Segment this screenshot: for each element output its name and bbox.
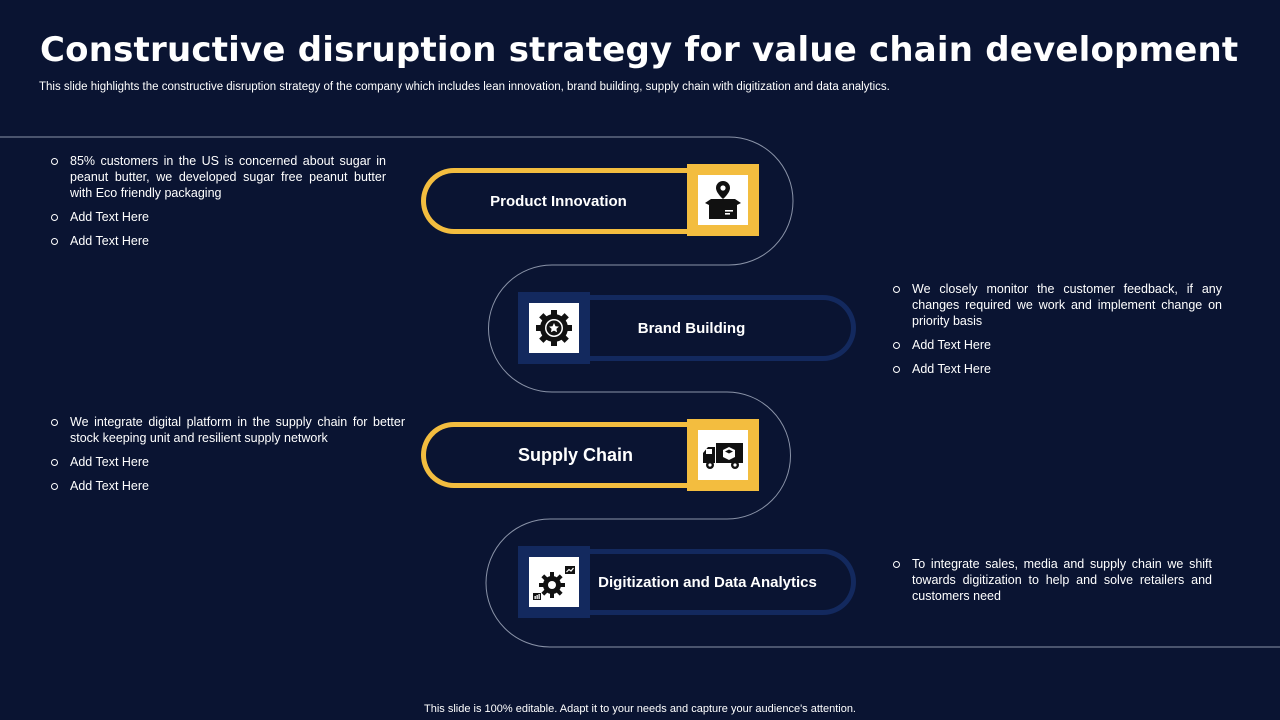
slide-footer: This slide is 100% editable. Adapt it to… [424,703,856,715]
list-item: Add Text Here [39,478,405,494]
gear-analytics-icon [533,566,575,600]
list-item: Add Text Here [881,337,1222,353]
product-innovation-icon-box [687,164,759,236]
list-item: Add Text Here [881,361,1222,377]
digitization-label: Digitization and Data Analytics [598,573,817,591]
brand-building-pill: Brand Building [588,295,856,361]
slide-subtitle: This slide highlights the constructive d… [39,81,890,93]
product-box-location-icon [705,181,741,219]
digitization-icon-box [518,546,590,618]
list-item: Add Text Here [39,233,386,249]
brand-building-label: Brand Building [637,319,746,337]
list-item: We integrate digital platform in the sup… [39,414,405,446]
digitization-points: To integrate sales, media and supply cha… [881,556,1212,612]
list-item: 85% customers in the US is concerned abo… [39,153,386,201]
supply-chain-pill: Supply Chain [421,422,691,488]
list-item: We closely monitor the customer feedback… [881,281,1222,329]
brand-building-points: We closely monitor the customer feedback… [881,281,1222,385]
slide-title: Constructive disruption strategy for val… [40,30,1239,70]
brand-building-icon-box [518,292,590,364]
supply-chain-label: Supply Chain [518,444,634,465]
list-item: Add Text Here [39,454,405,470]
product-innovation-label: Product Innovation [490,192,627,210]
supply-chain-points: We integrate digital platform in the sup… [39,414,405,502]
list-item: Add Text Here [39,209,386,225]
delivery-truck-icon [703,443,743,469]
badge-star-icon [536,310,572,346]
product-innovation-points: 85% customers in the US is concerned abo… [39,153,386,257]
product-innovation-pill: Product Innovation [421,168,691,234]
digitization-pill: Digitization and Data Analytics [588,549,856,615]
supply-chain-icon-box [687,419,759,491]
list-item: To integrate sales, media and supply cha… [881,556,1212,604]
